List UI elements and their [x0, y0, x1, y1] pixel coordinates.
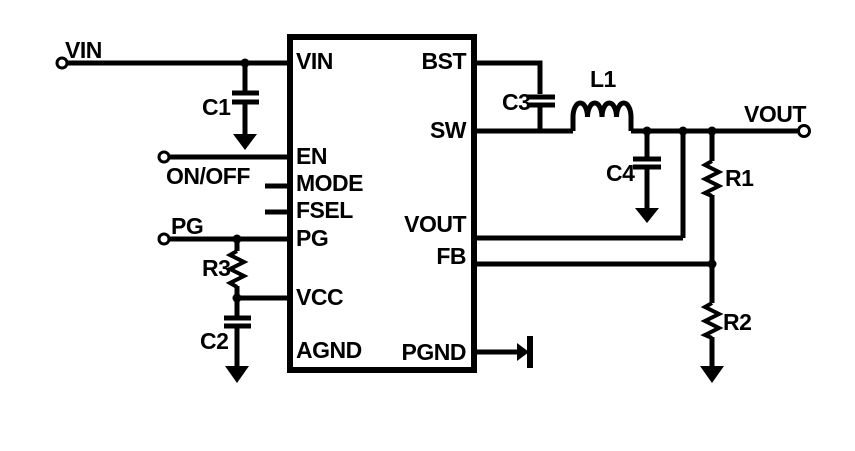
- ic-pin-label-pgnd: PGND: [401, 339, 467, 365]
- inductor-l1-icon: [570, 100, 634, 131]
- component-label-c1: C1: [202, 94, 231, 120]
- component-label-r3: R3: [202, 255, 231, 281]
- component-label-c4: C4: [606, 160, 635, 186]
- terminal-label-vout: VOUT: [744, 101, 806, 127]
- terminal-label-vin: VIN: [65, 37, 102, 63]
- capacitor-c1-icon: [232, 90, 259, 105]
- terminal-circle-pg: [157, 232, 171, 246]
- wire-bst: [477, 60, 543, 94]
- ic-pin-label-fb: FB: [436, 243, 466, 269]
- ic-pin-label-vout: VOUT: [404, 211, 466, 237]
- component-label-c2: C2: [200, 328, 229, 354]
- ground-symbol-c4: [635, 208, 659, 223]
- ic-body: [287, 34, 477, 373]
- ground-symbol-c1: [233, 134, 257, 150]
- junction-dot: [678, 126, 688, 136]
- component-label-c3: C3: [502, 89, 531, 115]
- terminal-circle-enable: [157, 150, 171, 164]
- junction-dot: [642, 126, 652, 136]
- ground-symbol-c2: [225, 366, 249, 383]
- ic-pin-label-en: EN: [296, 143, 327, 169]
- resistor-r1-icon: [700, 159, 724, 198]
- component-label-r2: R2: [723, 309, 752, 335]
- junction-dots: [232, 58, 717, 303]
- ground-symbol-pgnd: [517, 336, 533, 368]
- capacitor-c4-icon: [633, 156, 661, 170]
- terminal-circle-vin: [55, 56, 69, 70]
- ic-pin-label-mode: MODE: [296, 170, 364, 196]
- ic-pin-label-pg: PG: [296, 225, 329, 251]
- wire-vout-pin: [477, 131, 686, 241]
- capacitor-c2-icon: [224, 315, 251, 329]
- ic-pin-label-bst: BST: [421, 48, 467, 74]
- junction-dot: [240, 58, 250, 68]
- component-label-r1: R1: [725, 165, 754, 191]
- junction-dot: [707, 259, 717, 269]
- terminal-label-pg: PG: [171, 213, 204, 239]
- ic-pin-label-vin: VIN: [296, 48, 333, 74]
- wire-vin: [67, 60, 287, 136]
- ic-pin-label-vcc: VCC: [296, 284, 344, 310]
- component-label-l1: L1: [590, 66, 616, 92]
- ic-pin-label-agnd: AGND: [296, 337, 362, 363]
- terminal-label-onoff: ON/OFF: [166, 163, 250, 189]
- junction-dot: [232, 234, 242, 244]
- capacitor-c3-icon: [527, 94, 555, 108]
- terminal-circle-vout: [797, 124, 811, 138]
- resistor-r3-icon: [225, 249, 249, 289]
- junction-dot: [707, 126, 717, 136]
- ic-pin-label-sw: SW: [429, 117, 467, 143]
- ic-pin-label-fsel: FSEL: [296, 197, 353, 223]
- ground-symbol-r2: [700, 366, 724, 383]
- resistor-r2-icon: [700, 301, 724, 340]
- junction-dot: [232, 293, 242, 303]
